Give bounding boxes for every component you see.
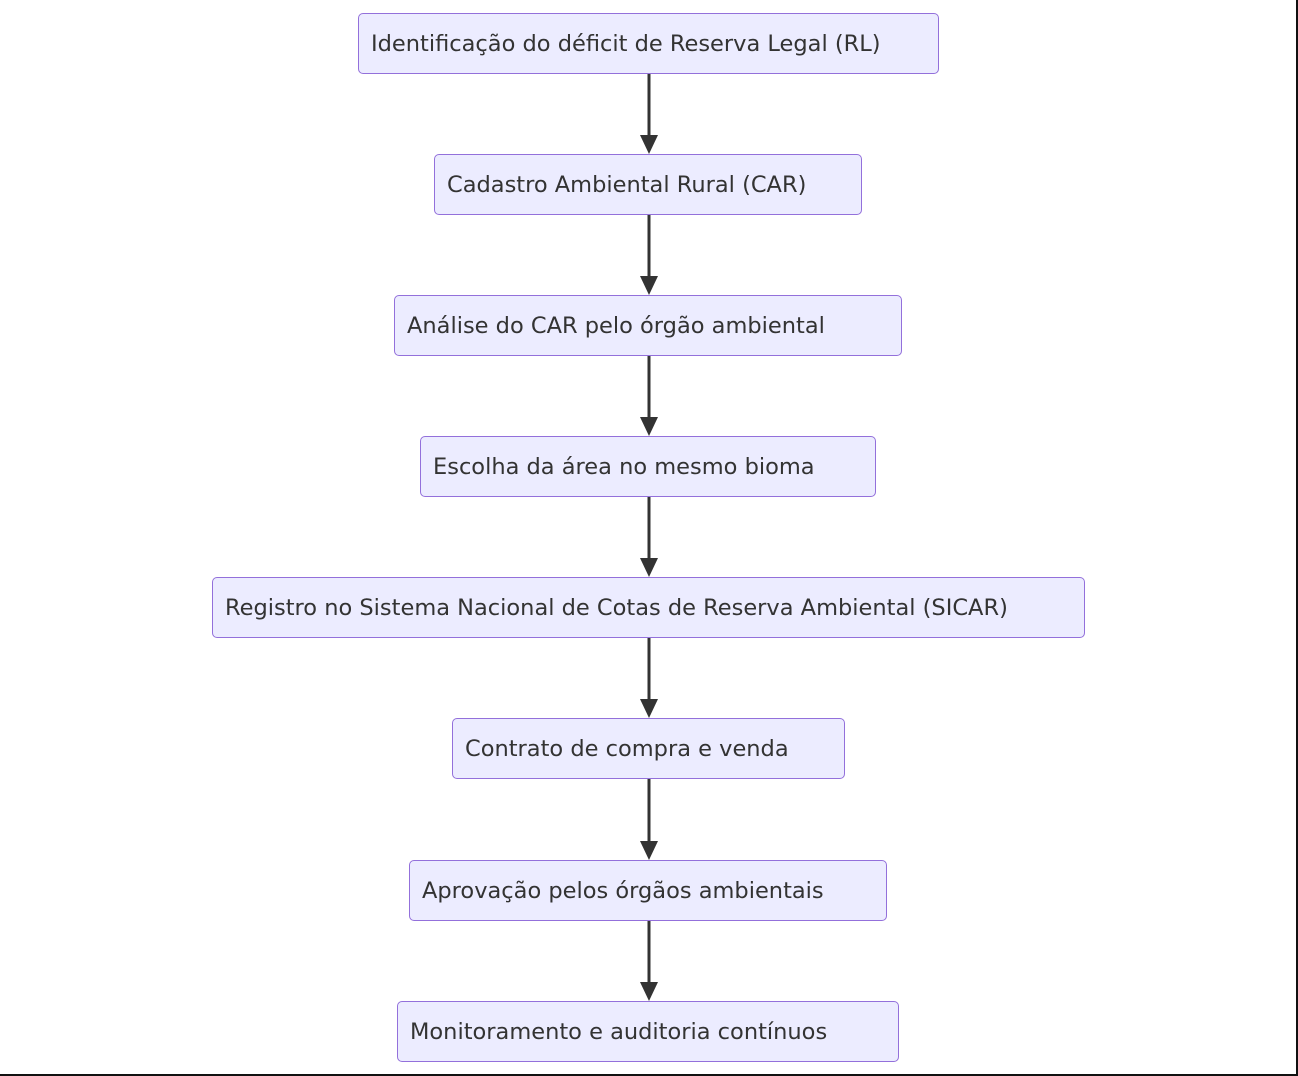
- flow-step-label: Identificação do déficit de Reserva Lega…: [371, 30, 881, 57]
- flow-step-car: Cadastro Ambiental Rural (CAR): [434, 154, 862, 215]
- flow-step-label: Aprovação pelos órgãos ambientais: [422, 877, 824, 904]
- arrowhead-5-to-6: [640, 699, 658, 718]
- flow-step-approval: Aprovação pelos órgãos ambientais: [409, 860, 887, 921]
- arrowhead-4-to-5: [640, 558, 658, 577]
- flow-step-car-analysis: Análise do CAR pelo órgão ambiental: [394, 295, 902, 356]
- flow-step-label: Análise do CAR pelo órgão ambiental: [407, 312, 825, 339]
- flow-step-label: Escolha da área no mesmo bioma: [433, 453, 815, 480]
- arrowhead-2-to-3: [640, 276, 658, 295]
- flow-step-label: Contrato de compra e venda: [465, 735, 789, 762]
- flow-step-contract: Contrato de compra e venda: [452, 718, 845, 779]
- arrowhead-1-to-2: [640, 135, 658, 154]
- flow-step-label: Monitoramento e auditoria contínuos: [410, 1018, 828, 1045]
- arrowhead-3-to-4: [640, 417, 658, 436]
- frame-right-border: [1296, 0, 1298, 1076]
- arrowhead-7-to-8: [640, 982, 658, 1001]
- flow-step-monitoring: Monitoramento e auditoria contínuos: [397, 1001, 899, 1062]
- flow-step-area-choice: Escolha da área no mesmo bioma: [420, 436, 876, 497]
- flow-step-label: Cadastro Ambiental Rural (CAR): [447, 171, 807, 198]
- flow-step-sicar-registration: Registro no Sistema Nacional de Cotas de…: [212, 577, 1085, 638]
- flow-step-rl-deficit: Identificação do déficit de Reserva Lega…: [358, 13, 939, 74]
- arrowhead-6-to-7: [640, 841, 658, 860]
- frame-bottom-border: [0, 1074, 1298, 1076]
- flow-step-label: Registro no Sistema Nacional de Cotas de…: [225, 594, 1008, 621]
